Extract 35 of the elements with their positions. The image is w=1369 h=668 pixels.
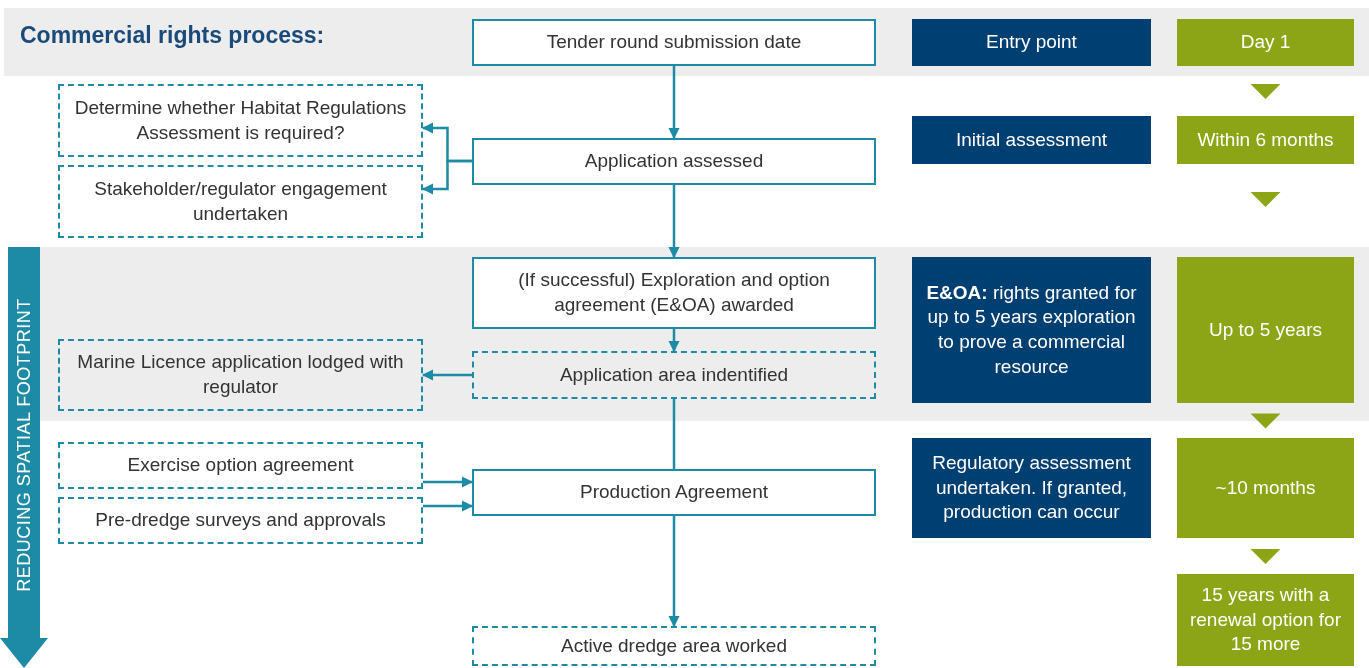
stage-box: E&OA: rights granted for up to 5 years exploration to prove a commercial resource [912,257,1151,403]
duration-box: Within 6 months [1177,116,1354,164]
arrow [668,329,680,353]
duration-box: Up to 5 years [1177,257,1354,403]
arrow [423,500,474,512]
dashed-process-box: Determine whether Habitat Regulations Assessment is required? [58,84,423,157]
arrow [668,66,680,140]
duration-box: ~10 months [1177,438,1354,538]
duration-box: 15 years with a renewal option for 15 more [1177,574,1354,666]
process-box: Tender round submission date [472,19,876,66]
arrow [421,369,472,381]
process-box: (If successful) Exploration and option agreement (E&OA) awarded [472,257,876,329]
process-box: Application assessed [472,138,876,185]
stage-box: Initial assessment [912,116,1151,164]
dashed-process-box: Exercise option agreement [58,442,423,489]
stage-box: Regulatory assessment undertaken. If granted, production can occur [912,438,1151,538]
side-label: REDUCING SPATIAL FOOTPRINT [13,298,35,592]
connector-line [672,399,676,469]
dashed-process-box: Marine Licence application lodged with regulator [58,339,423,411]
diagram-title: Commercial rights process: [20,22,325,49]
arrow [423,476,474,488]
dashed-process-box: Pre-dredge surveys and approvals [58,497,423,544]
arrow [668,185,680,259]
chevron-arrow [1250,413,1281,429]
duration-box: Day 1 [1177,19,1354,66]
process-box: Production Agreement [472,469,876,516]
chevron-arrow [1250,549,1281,564]
dashed-process-box: Active dredge area worked [472,626,876,666]
chevron-arrow [1250,84,1281,99]
dashed-process-box: Stakeholder/regulator engagement undertaken [58,165,423,238]
arrow [421,159,472,195]
chevron-arrow [1250,192,1281,207]
dashed-process-box: Application area indentified [472,351,876,399]
stage-box: Entry point [912,19,1151,66]
arrow [668,516,680,628]
